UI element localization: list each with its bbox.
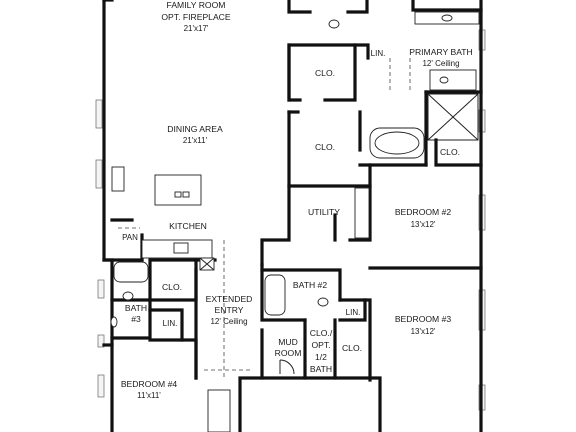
island-sink-icon-2 [182,191,190,198]
utility-label: UTILITY [308,207,340,217]
mud-room-line1: MUD [278,337,298,347]
window-left-5 [97,374,105,398]
utility-counter [354,187,370,239]
bedroom3-name: BEDROOM #3 [395,314,452,324]
bath3-name: BATH [125,303,147,313]
linen-top-label: LIN. [371,49,386,58]
bedroom4-closet [207,389,231,432]
primary-tub-basin [374,131,420,155]
linen-left-label: LIN. [163,319,178,328]
toilet-bath3-icon [122,291,134,301]
fixtures [110,11,480,432]
bedroom4-size: 11'x11' [137,391,161,400]
linen-mid-label: LIN. [346,308,361,317]
kitchen-island [154,174,202,206]
bedroom2-name: BEDROOM #2 [395,207,452,217]
bathtub-bath3 [113,261,149,283]
bath2-label: BATH #2 [293,280,327,290]
sink-bath3-icon [110,316,118,328]
bath3-number: #3 [131,314,141,324]
extended-entry-note: 12' Ceiling [210,317,247,326]
closet-right-label: CLO. [440,147,460,157]
clo-opt-bath-line3: 1/2 [315,352,327,362]
island-sink-icon [174,191,182,198]
primary-bath-name: PRIMARY BATH [409,47,473,57]
closet-mid-label: CLO. [315,142,335,152]
clo-opt-bath-line1: CLO./ [310,328,333,338]
family-room-name: FAMILY ROOM [167,0,226,10]
window-left-4 [97,334,105,348]
closet-hall-label: CLO. [162,282,182,292]
pantry-label: PAN [122,233,138,242]
extended-entry-line1: EXTENDED [206,294,253,304]
dining-name: DINING AREA [167,124,223,134]
window-left-3 [97,279,105,299]
clo-opt-bath-line2: OPT. [311,340,330,350]
dining-size: 21'x11' [183,136,208,145]
interior-walls [102,0,483,382]
clo-opt-bath-line4: BATH [310,364,332,374]
family-room-note: OPT. FIREPLACE [161,12,231,22]
range-icon [173,242,189,254]
bedroom3-size: 13'x12' [411,327,436,336]
window-left-2 [95,159,103,189]
room-labels: FAMILY ROOM OPT. FIREPLACE 21'x17' PRIMA… [121,0,473,400]
primary-toilet-icon [328,19,340,29]
appliance-left [111,166,125,192]
window-left-1 [95,99,103,129]
bedroom2-size: 13'x12' [411,220,436,229]
family-room-size: 21'x17' [184,24,209,33]
primary-bath-note: 12' Ceiling [422,59,459,68]
bedroom4-name: BEDROOM #4 [121,379,178,389]
kitchen-label: KITCHEN [169,221,207,231]
closet-top-label: CLO. [315,68,335,78]
bathtub-bath2 [264,274,286,316]
mud-room-line2: ROOM [275,348,302,358]
extended-entry-line2: ENTRY [215,305,244,315]
vanity-sink-icon-2 [439,76,449,84]
closet-b3-label: CLO. [342,343,362,353]
vanity-sink-icon [441,14,453,22]
primary-vanity-2 [429,69,477,91]
sink-bath2-icon [317,297,329,307]
